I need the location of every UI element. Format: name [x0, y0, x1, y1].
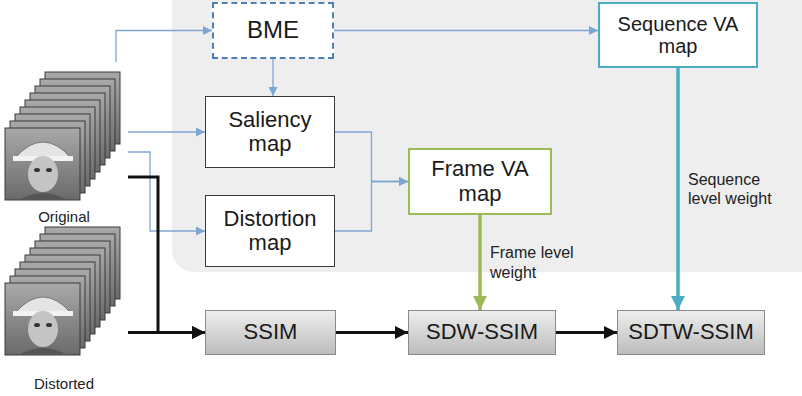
node-text: Saliency map: [212, 108, 328, 156]
metric-box: SDW-SSIM: [408, 310, 556, 355]
node-text: Distortion map: [212, 207, 328, 255]
connector-arrow: [335, 132, 408, 182]
edge-label: Sequence level weight: [688, 170, 790, 208]
connector-arrow: [128, 331, 205, 334]
process-box: Saliency map: [205, 96, 335, 168]
node-text: Sequence VA map: [606, 13, 750, 57]
connector-arrow: [478, 215, 482, 310]
node-text: SSIM: [212, 320, 329, 344]
edge-label: Frame level weight: [490, 243, 582, 281]
node-text: Distorted: [2, 376, 126, 393]
connector-arrow: [335, 182, 408, 232]
sequence-map-box: Sequence VA map: [598, 2, 758, 68]
connector-arrow: [676, 68, 680, 310]
metric-box: SDTW-SSIM: [617, 310, 765, 355]
connector-arrow: [128, 177, 205, 333]
connector-arrow: [336, 331, 408, 334]
process-panel: [172, 0, 802, 272]
distorted-frame-stack: [5, 227, 120, 355]
connector-arrow: [334, 30, 598, 31]
metric-box: SSIM: [205, 310, 336, 355]
original-frame-stack: [5, 72, 120, 200]
connector-arrow: [116, 31, 212, 63]
node-text: SDTW-SSIM: [624, 320, 758, 344]
node-text: Original: [2, 209, 126, 226]
frame-map-box: Frame VA map: [408, 148, 552, 215]
image-stack: Distorted: [0, 229, 128, 394]
process-box: Distortion map: [205, 195, 335, 267]
connector-arrow: [128, 131, 205, 132]
image-stack: Original: [0, 62, 128, 227]
dashed-process-box: BME: [212, 2, 334, 59]
node-text: SDW-SSIM: [415, 320, 549, 344]
connector-arrow: [272, 59, 273, 96]
connector-arrow: [556, 331, 617, 334]
connector-arrow: [128, 152, 205, 231]
node-text: Frame VA map: [416, 157, 544, 205]
node-text: BME: [220, 17, 326, 43]
